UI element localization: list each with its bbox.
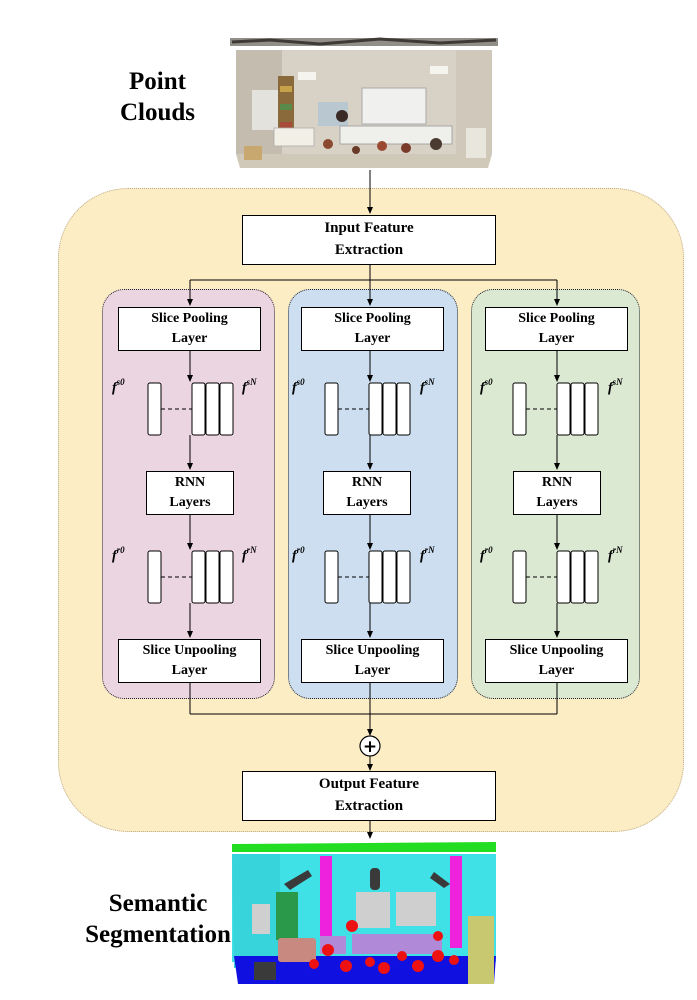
feature-bar	[191, 550, 206, 604]
feature-bar	[584, 382, 599, 436]
feature-bars-r-2	[324, 550, 411, 604]
rnn-box-1: RNN Layers	[146, 471, 234, 515]
slice-unpooling-label-3: Slice Unpooling Layer	[509, 642, 604, 678]
slice-pooling-box-3: Slice Pooling Layer	[485, 307, 628, 351]
rnn-label-3: RNN Layers	[536, 474, 578, 510]
semantic-segmentation-image	[232, 842, 496, 984]
output-feature-extraction-box: Output Feature Extraction	[242, 771, 496, 821]
feature-bar	[368, 382, 383, 436]
feature-bars-s-3	[512, 382, 599, 436]
feature-label-fsN-3: fsN	[608, 377, 623, 396]
feature-bar	[368, 550, 383, 604]
feature-label-fsN-2: fsN	[420, 377, 435, 396]
feature-label-frN-3: frN	[608, 545, 623, 564]
input-feature-extraction-box: Input Feature Extraction	[242, 215, 496, 265]
point-clouds-label: Point Clouds	[119, 68, 196, 127]
slice-pooling-label-3: Slice Pooling Layer	[518, 310, 595, 346]
feature-bar-first	[324, 382, 339, 436]
feature-label-fs0-1: fs0	[112, 377, 125, 396]
feature-bar-first	[147, 550, 162, 604]
slice-unpooling-label-2: Slice Unpooling Layer	[325, 642, 420, 678]
rnn-label-2: RNN Layers	[346, 474, 388, 510]
slice-pooling-box-1: Slice Pooling Layer	[118, 307, 261, 351]
feature-label-fs0-3: fs0	[480, 377, 493, 396]
output-feature-extraction-label: Output Feature Extraction	[318, 776, 420, 814]
feature-bar	[382, 382, 397, 436]
feature-bar	[556, 382, 571, 436]
feature-bar	[584, 550, 599, 604]
feature-label-fr0-3: fr0	[480, 545, 493, 564]
feature-bar	[219, 550, 234, 604]
slice-pooling-box-2: Slice Pooling Layer	[301, 307, 444, 351]
feature-bar	[570, 382, 585, 436]
slice-unpooling-box-3: Slice Unpooling Layer	[485, 639, 628, 683]
feature-bars-r-1	[147, 550, 234, 604]
slice-pooling-label-2: Slice Pooling Layer	[334, 310, 411, 346]
sum-symbol: +	[363, 737, 377, 757]
slice-unpooling-label-1: Slice Unpooling Layer	[142, 642, 237, 678]
feature-bar-first	[147, 382, 162, 436]
semantic-segmentation-label: Semantic Segmentation	[85, 890, 231, 949]
feature-label-fs0-2: fs0	[292, 377, 305, 396]
rnn-label-1: RNN Layers	[169, 474, 211, 510]
slice-unpooling-box-1: Slice Unpooling Layer	[118, 639, 261, 683]
feature-bar-first	[512, 382, 527, 436]
feature-label-fr0-1: fr0	[112, 545, 125, 564]
feature-bar	[205, 550, 220, 604]
rnn-box-2: RNN Layers	[323, 471, 411, 515]
feature-bar	[191, 382, 206, 436]
feature-bar	[219, 382, 234, 436]
feature-bar	[396, 550, 411, 604]
feature-label-frN-2: frN	[420, 545, 435, 564]
point-cloud-image	[230, 37, 498, 168]
input-feature-extraction-label: Input Feature Extraction	[324, 220, 414, 258]
rnn-box-3: RNN Layers	[513, 471, 601, 515]
feature-bars-s-1	[147, 382, 234, 436]
feature-bar-first	[324, 550, 339, 604]
slice-pooling-label-1: Slice Pooling Layer	[151, 310, 228, 346]
feature-bar	[556, 550, 571, 604]
feature-bar	[382, 550, 397, 604]
feature-label-fsN-1: fsN	[242, 377, 257, 396]
feature-bar	[570, 550, 585, 604]
feature-bar	[205, 382, 220, 436]
feature-bars-r-3	[512, 550, 599, 604]
feature-label-frN-1: frN	[242, 545, 257, 564]
feature-bar-first	[512, 550, 527, 604]
feature-bar	[396, 382, 411, 436]
feature-label-fr0-2: fr0	[292, 545, 305, 564]
slice-unpooling-box-2: Slice Unpooling Layer	[301, 639, 444, 683]
feature-bars-s-2	[324, 382, 411, 436]
